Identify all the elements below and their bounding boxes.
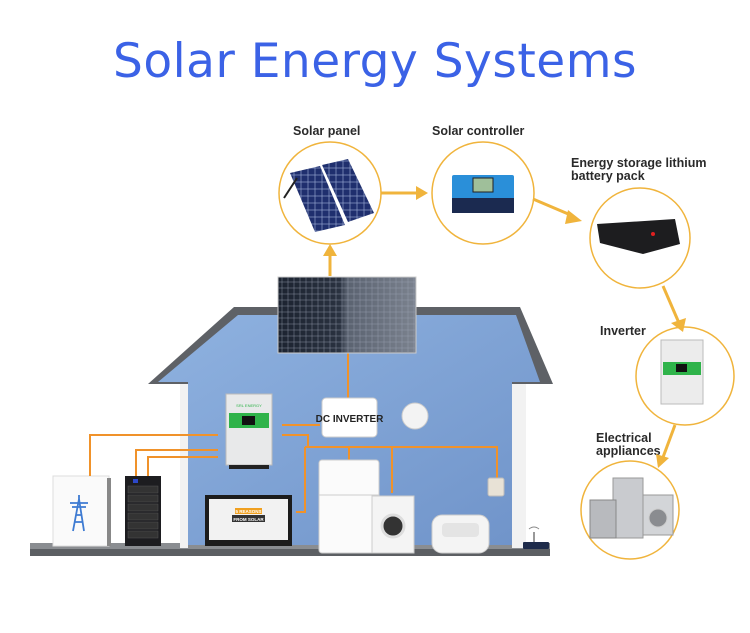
label-battery-line1: Energy storage lithium	[571, 156, 707, 170]
step-solar-controller	[431, 141, 535, 245]
wires	[89, 353, 498, 513]
label-appliances-line2: appliances	[596, 444, 661, 458]
right-wall	[512, 384, 526, 548]
step-appliances	[580, 460, 680, 560]
house-inverter: SRL ENERGY	[225, 393, 273, 469]
power-tower-icon	[70, 495, 88, 532]
label-appliances-line1: Electrical	[596, 431, 652, 445]
armchair	[431, 514, 490, 554]
router	[523, 526, 549, 549]
page-title: Solar Energy Systems	[113, 34, 637, 89]
fridge	[318, 459, 380, 554]
washing-machine	[371, 495, 415, 554]
label-solar-panel: Solar panel	[293, 124, 361, 138]
arrow-inverter-to-appliances	[660, 424, 677, 461]
flow-arrows	[328, 191, 681, 461]
step-solar-panel	[278, 141, 382, 245]
label-battery-line2: battery pack	[571, 169, 645, 183]
arrow-heads	[323, 186, 686, 468]
wall-lamp	[487, 477, 505, 497]
label-battery-pack: Energy storage lithium battery pack	[571, 157, 706, 183]
label-solar-controller: Solar controller	[432, 124, 525, 138]
tv-text-2: FROM SOLAR	[233, 517, 264, 522]
dc-inverter-label: DC INVERTER	[316, 414, 385, 425]
grid-box	[52, 475, 111, 547]
label-inverter: Inverter	[600, 324, 646, 338]
arrow-controller-to-battery	[532, 197, 574, 218]
step-inverter	[635, 326, 735, 426]
arrow-battery-to-inverter	[661, 285, 681, 324]
tv: 5 REASONS FROM SOLAR	[205, 495, 292, 546]
left-wall	[180, 384, 188, 548]
tv-text-1: 5 REASONS	[235, 509, 261, 514]
step-battery-pack	[589, 187, 691, 289]
battery-rack	[125, 476, 161, 546]
dc-inverter-box: DC INVERTER	[316, 397, 385, 438]
label-appliances: Electrical appliances	[596, 432, 661, 458]
smart-meter	[401, 402, 429, 430]
inverter-brand: SRL ENERGY	[236, 403, 262, 408]
roof-solar-panel	[277, 276, 417, 354]
